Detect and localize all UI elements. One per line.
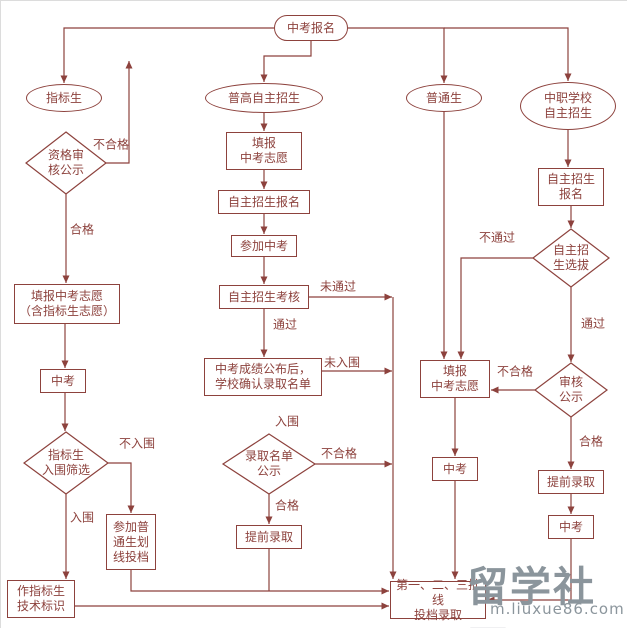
node-qualification-review: 资格审 核公示 bbox=[47, 148, 84, 177]
edge-label-not-shortlisted-center: 未入围 bbox=[323, 355, 361, 370]
decision-diamonds bbox=[22, 131, 610, 495]
edge-label-not-passed-right: 不通过 bbox=[478, 230, 516, 245]
node-quota-screening: 指标生 入围筛选 bbox=[41, 448, 90, 477]
node-take-exam: 参加中考 bbox=[231, 235, 297, 257]
node-review-publicity: 审核 公示 bbox=[558, 375, 583, 404]
diamond-review-publicity bbox=[534, 362, 608, 418]
edge-label-shortlisted-center: 入围 bbox=[274, 414, 300, 429]
node-exam-left: 中考 bbox=[40, 369, 86, 393]
connector-feedback-unqualified bbox=[106, 61, 133, 164]
edge-label-passed-center: 通过 bbox=[272, 317, 298, 332]
node-exam-regular: 中考 bbox=[432, 457, 478, 481]
node-early-admission-center: 提前录取 bbox=[236, 525, 302, 549]
connector bbox=[60, 27, 274, 83]
node-independent-assess: 自主招生考核 bbox=[219, 285, 309, 309]
connector bbox=[444, 27, 572, 81]
connector bbox=[348, 27, 448, 83]
connector-not-passed-right bbox=[457, 257, 533, 359]
connector bbox=[487, 539, 572, 604]
connector-lines bbox=[60, 27, 575, 610]
node-independent-selection: 自主招 生选拔 bbox=[552, 243, 589, 272]
node-exam-registration: 中考报名 bbox=[274, 15, 348, 41]
edge-label-unqualified-1: 不合格 bbox=[92, 137, 130, 152]
edge-label-not-passed-center: 未通过 bbox=[319, 279, 357, 294]
connector bbox=[130, 570, 389, 595]
node-fill-wish-center: 填报 中考志愿 bbox=[226, 132, 302, 170]
edge-label-qualified-center: 合格 bbox=[274, 498, 300, 513]
node-confirm-list: 中考成绩公布后， 学校确认录取名单 bbox=[204, 358, 322, 396]
diamond-admission-publicity bbox=[221, 433, 317, 495]
node-fill-wish-regular: 填报 中考志愿 bbox=[420, 360, 490, 398]
node-regular-student: 普通生 bbox=[406, 84, 482, 112]
node-exam-right: 中考 bbox=[548, 515, 594, 539]
edge-label-shortlisted: 入围 bbox=[69, 510, 95, 525]
edge-label-qualified-right: 合格 bbox=[578, 434, 604, 449]
node-regular-line-filing: 参加普 通生划 线投档 bbox=[106, 514, 156, 570]
edge-label-qualified-1: 合格 bbox=[69, 222, 95, 237]
connector bbox=[108, 462, 135, 513]
edge-label-passed-right: 通过 bbox=[580, 316, 606, 331]
node-independent-signup-center: 自主招生报名 bbox=[218, 190, 310, 214]
node-gaokao-independent: 普高自主招生 bbox=[205, 83, 323, 113]
node-fill-wish-quota: 填报中考志愿 （含指标生志愿） bbox=[14, 284, 120, 324]
diamond-qualification-review bbox=[25, 131, 107, 195]
node-quota-student: 指标生 bbox=[26, 84, 102, 112]
node-vocational-independent: 中职学校 自主招生 bbox=[520, 82, 616, 130]
edge-label-not-shortlisted: 不入围 bbox=[118, 436, 156, 451]
node-quota-mark: 作指标生 技术标识 bbox=[7, 580, 75, 618]
node-batch-filing: 第一、二、三批线 投档录取 bbox=[390, 578, 486, 622]
edge-label-unqualified-right: 不合格 bbox=[496, 364, 534, 379]
watermark-url: m.liuxue86.com bbox=[490, 600, 625, 618]
node-independent-signup-right: 自主招生 报名 bbox=[538, 168, 604, 206]
node-early-admission-right: 提前录取 bbox=[538, 470, 604, 494]
diamond-quota-screening bbox=[22, 431, 110, 495]
diamond-independent-selection bbox=[532, 228, 610, 288]
connector bbox=[260, 41, 312, 82]
node-admission-publicity: 录取名单 公示 bbox=[244, 449, 293, 478]
edge-label-unqualified-center: 不合格 bbox=[320, 446, 358, 461]
